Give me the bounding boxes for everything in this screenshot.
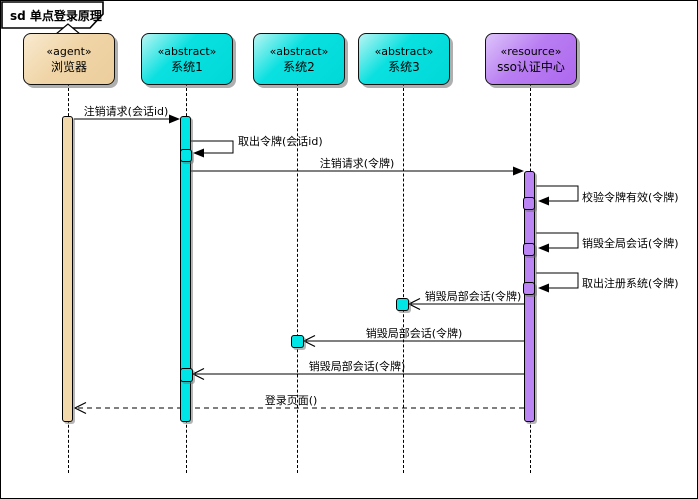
nested-activation-system3[interactable] <box>396 298 409 311</box>
async-arrowhead-8 <box>302 334 316 348</box>
lifeline-system3 <box>403 83 404 473</box>
message-line-2 <box>191 140 234 154</box>
message-label-1[interactable]: 注销请求(会话id) <box>83 105 169 118</box>
stereotype-label: «abstract» <box>157 44 217 58</box>
async-arrowhead-9 <box>191 367 205 381</box>
lifeline-head-system2[interactable]: «abstract» 系统2 <box>253 33 345 85</box>
sync-arrowhead-5 <box>538 243 549 253</box>
message-label-5[interactable]: 销毁全局会话(令牌) <box>582 237 679 250</box>
lifeline-head-system3[interactable]: «abstract» 系统3 <box>358 33 450 85</box>
lifeline-name: sso认证中心 <box>497 59 565 74</box>
message-label-10[interactable]: 登录页面() <box>264 394 318 407</box>
activation-system1[interactable] <box>180 116 191 422</box>
return-arrowhead-10 <box>73 401 87 415</box>
stereotype-label: «agent» <box>46 44 92 58</box>
nested-activation-sso-destroy-global[interactable] <box>523 243 535 256</box>
nested-activation-sso-get-systems[interactable] <box>523 282 535 295</box>
lifeline-head-system1[interactable]: «abstract» 系统1 <box>141 33 233 85</box>
message-line-5 <box>536 232 579 249</box>
nested-activation-system2[interactable] <box>291 335 304 348</box>
diagram-title: sd 单点登录原理 <box>10 9 102 23</box>
nested-activation-system1-destroy[interactable] <box>180 368 193 382</box>
stereotype-label: «abstract» <box>374 44 434 58</box>
message-label-6[interactable]: 取出注册系统(令牌) <box>582 277 679 290</box>
sync-arrowhead-6 <box>538 283 549 293</box>
nested-activation-sso-verify[interactable] <box>523 197 535 210</box>
lifeline-name: 系统3 <box>388 59 420 74</box>
message-line-4 <box>536 185 579 202</box>
frame-tab-shape <box>1 1 104 29</box>
frame-title-tab[interactable]: sd 单点登录原理 <box>1 1 109 31</box>
lifeline-system2 <box>297 83 298 473</box>
message-line-6 <box>536 272 579 289</box>
lifeline-name: 系统2 <box>283 59 315 74</box>
sync-arrowhead-4 <box>538 196 549 206</box>
stereotype-label: «abstract» <box>269 44 329 58</box>
activation-browser[interactable] <box>62 116 73 422</box>
message-label-2[interactable]: 取出令牌(会话id) <box>238 135 323 148</box>
async-arrowhead-7 <box>407 297 421 311</box>
message-label-4[interactable]: 校验令牌有效(令牌) <box>582 191 679 204</box>
message-label-7[interactable]: 销毁局部会话(令牌) <box>424 290 522 303</box>
lifeline-name: 系统1 <box>171 59 203 74</box>
lifeline-head-sso[interactable]: «resource» sso认证中心 <box>485 33 577 85</box>
activation-sso[interactable] <box>524 171 535 422</box>
message-label-9[interactable]: 销毁局部会话(令牌) <box>308 360 406 373</box>
lifeline-name: 浏览器 <box>50 59 87 74</box>
stereotype-label: «resource» <box>500 44 562 58</box>
lifeline-head-browser[interactable]: «agent» 浏览器 <box>23 33 115 85</box>
sync-arrowhead-3 <box>513 166 524 176</box>
sync-arrowhead-2 <box>193 148 204 158</box>
message-label-3[interactable]: 注销请求(令牌) <box>319 157 395 170</box>
nested-activation-system1-gettoken[interactable] <box>180 149 192 162</box>
message-label-8[interactable]: 销毁局部会话(令牌) <box>365 327 463 340</box>
sync-arrowhead-1 <box>169 114 180 124</box>
